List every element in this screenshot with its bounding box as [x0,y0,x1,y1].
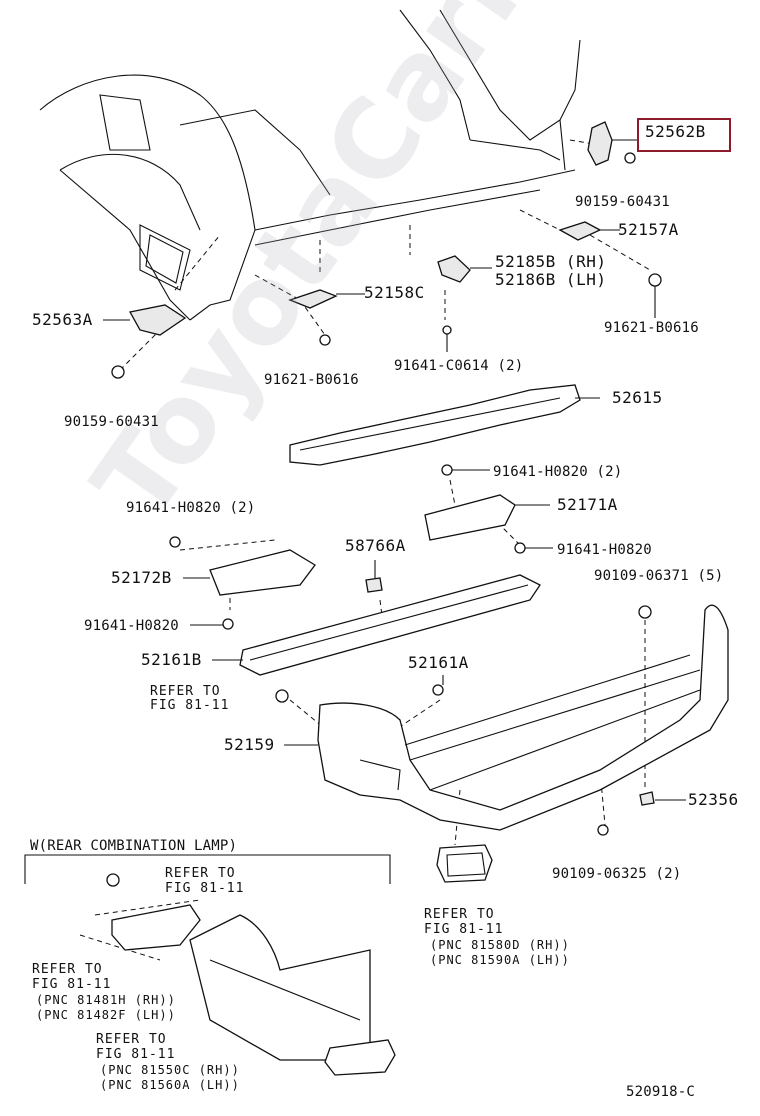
inset-title: W(REAR COMBINATION LAMP) [30,838,238,854]
refer-center-line1: REFER TO [424,907,495,922]
fastener-right-drawing [442,273,662,352]
vehicle-body [39,9,581,321]
callout-52159[interactable]: 52159 [224,735,275,754]
callout-52186B[interactable]: 52186B (LH) [495,270,607,289]
callout-90109-06371[interactable]: 90109-06371 (5) [594,568,724,584]
part-52171A-drawing [424,464,553,554]
part-52562B-drawing [587,121,640,166]
inset-refer-b-line2: FIG 81-11 [32,977,112,992]
refer-center-line2: FIG 81-11 [424,922,504,937]
inset-refer-c-line3: (PNC 81550C (RH)) [100,1063,240,1077]
part-52161A-drawing [275,675,444,703]
callout-91621-B0616-right[interactable]: 91621-B0616 [604,320,699,336]
inset-refer-b-line3: (PNC 81481H (RH)) [36,993,176,1007]
inset-refer-c-line4: (PNC 81560A (LH)) [100,1078,240,1092]
callout-52157A[interactable]: 52157A [618,220,679,239]
callout-52171A[interactable]: 52171A [557,495,618,514]
refer-center-line4: (PNC 81590A (LH)) [430,953,570,967]
part-52159-bumper-drawing [284,604,729,836]
callout-90109-06325[interactable]: 90109-06325 (2) [552,866,682,882]
callout-58766A[interactable]: 58766A [345,536,406,555]
callout-91641-H0820-mid[interactable]: 91641-H0820 [557,542,652,558]
callout-91641-H0820-left[interactable]: 91641-H0820 [84,618,179,634]
inset-refer-b-line4: (PNC 81482F (LH)) [36,1008,176,1022]
callout-52185B[interactable]: 52185B (RH) [495,252,607,271]
part-reflector-drawing [436,844,493,883]
callout-52158C[interactable]: 52158C [364,283,425,302]
part-52157A-drawing [558,221,620,241]
refer-center-line3: (PNC 81580D (RH)) [430,938,570,952]
callout-52356[interactable]: 52356 [688,790,739,809]
diagram-code: 520918-C [626,1084,696,1100]
callout-90159-60431-left[interactable]: 90159-60431 [64,414,159,430]
callout-91641-H0820-b[interactable]: 91641-H0820 (2) [126,500,256,516]
refer-top-line2: FIG 81-11 [150,698,230,713]
callout-52615[interactable]: 52615 [612,388,663,407]
inset-refer-a-line1: REFER TO [165,866,236,881]
part-58766A-drawing [365,560,383,593]
callout-52563A[interactable]: 52563A [32,310,93,329]
inset-refer-c-line1: REFER TO [96,1032,167,1047]
callout-91621-B0616-left[interactable]: 91621-B0616 [264,372,359,388]
inset-refer-c-line2: FIG 81-11 [96,1047,176,1062]
part-52172B-drawing [169,536,316,630]
part-52185B-drawing [437,255,492,283]
inset-refer-a-line2: FIG 81-11 [165,881,245,896]
callout-91641-H0820-a[interactable]: 91641-H0820 (2) [493,464,623,480]
inset-frame [24,854,396,1076]
refer-top-line1: REFER TO [150,684,221,699]
part-52161B-drawing [212,574,541,676]
part-52615-drawing [289,384,600,466]
inset-refer-b-line1: REFER TO [32,962,103,977]
callout-91641-C0614[interactable]: 91641-C0614 (2) [394,358,524,374]
highlight-box [637,118,731,152]
callout-52172B[interactable]: 52172B [111,568,172,587]
callout-52562B[interactable]: 52562B [645,122,706,141]
part-52563A-drawing [103,304,187,379]
callout-90159-60431-top[interactable]: 90159-60431 [575,194,670,210]
callout-52161B[interactable]: 52161B [141,650,202,669]
part-52158C-drawing [288,289,365,346]
callout-52161A[interactable]: 52161A [408,653,469,672]
